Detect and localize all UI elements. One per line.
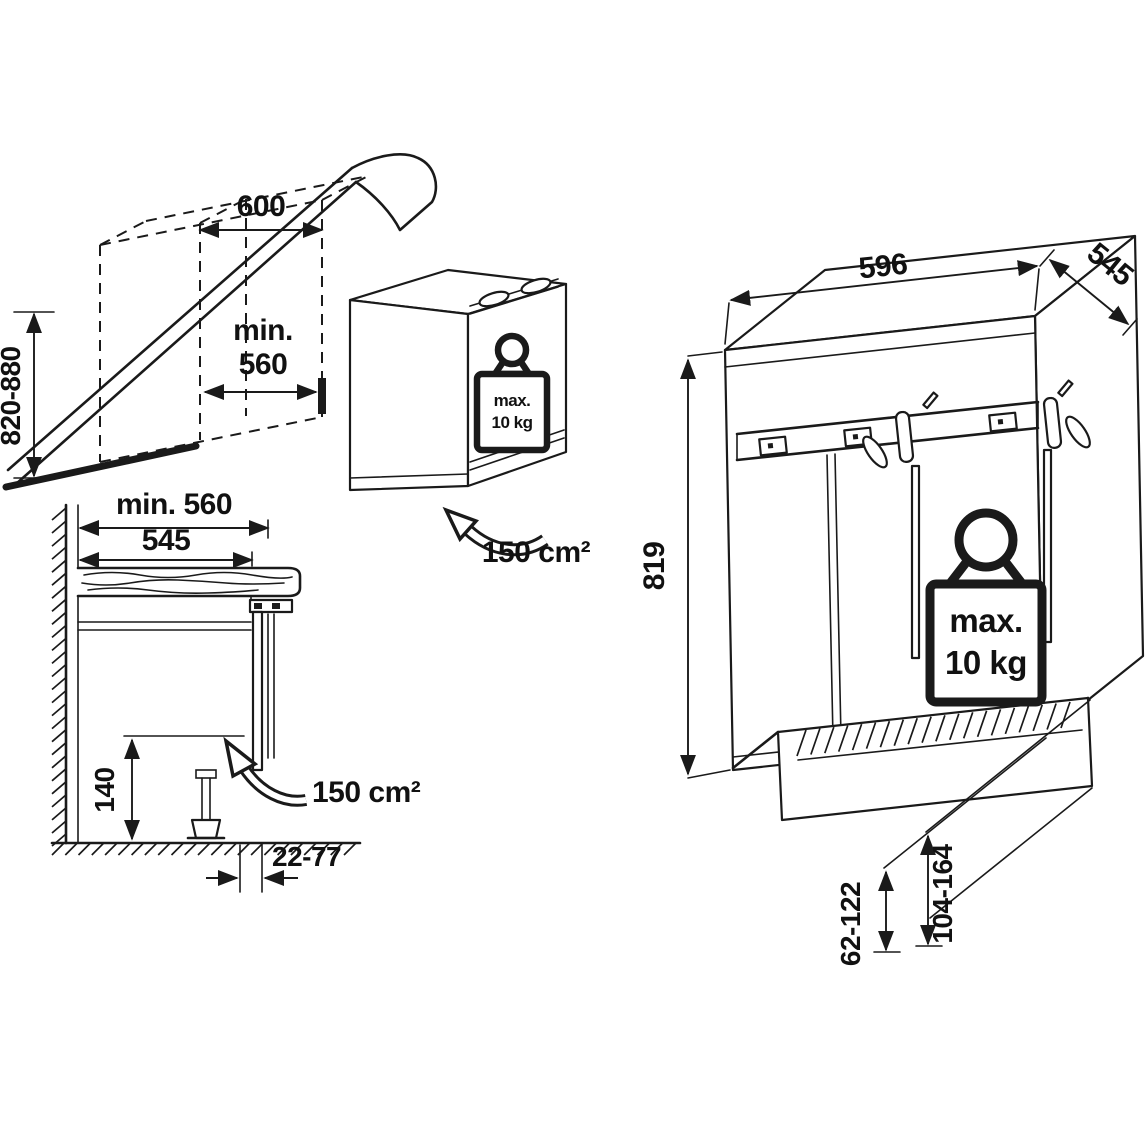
label-plinth-adjust-range: 22-77 — [272, 841, 341, 872]
weight-knob — [954, 508, 1018, 572]
plinth — [731, 696, 1094, 822]
niche-section-view: min. 560 545 140 22-77 150 cm² — [50, 488, 421, 893]
hinge-rail — [469, 277, 559, 315]
rail-slot — [1042, 396, 1063, 449]
floor-hatching — [51, 842, 357, 856]
door-section — [251, 610, 264, 772]
label-weight-value-large: 10 kg — [945, 644, 1027, 681]
dim-bottom-clearance: 140 — [89, 738, 141, 841]
hinge-bracket-icon — [478, 290, 510, 308]
dim-section-worktop-depth: 545 — [78, 524, 254, 569]
label-plinth-range-1: 62-122 — [835, 882, 866, 966]
adjustable-foot — [186, 769, 226, 840]
dim-plinth-heights: 62-122 104-164 — [835, 699, 1093, 966]
worktop-edge-line — [6, 166, 354, 472]
mounting-rod — [1042, 448, 1053, 644]
label-section-min-depth: min. 560 — [116, 488, 232, 521]
mounting-rod — [910, 464, 921, 660]
dim-plinth-adjust: 22-77 — [206, 841, 342, 893]
weight-limit-icon-small: max. 10 kg — [473, 332, 551, 454]
label-weight-value-small: 10 kg — [492, 413, 533, 432]
label-plinth-range-2: 104-164 — [927, 843, 958, 943]
appliance-small-side-face — [348, 298, 470, 492]
screw-icon — [1057, 379, 1074, 398]
door-bracket-icon — [862, 435, 888, 469]
label-appliance-height: 819 — [638, 542, 671, 591]
hinge-bracket-icon — [520, 277, 552, 295]
vent-area-perspective: 150 cm² — [442, 506, 591, 569]
plinth-front-face — [776, 696, 1094, 822]
dim-niche-depth: min. 560 — [203, 314, 326, 414]
door-gap-line — [834, 453, 842, 738]
screw-icon — [922, 391, 939, 410]
rail-slot — [894, 410, 915, 463]
appliance-small: max. 10 kg — [348, 268, 568, 492]
door-bracket-icon — [1065, 415, 1091, 449]
dim-appliance-width: 596 — [724, 248, 1040, 345]
label-bottom-clearance: 140 — [89, 767, 120, 812]
worktop-edge-line-2 — [14, 180, 358, 486]
appliance-section — [77, 595, 294, 840]
weight-limit-icon-large: max. 10 kg — [925, 508, 1047, 707]
dim-niche-width: 600 — [198, 190, 324, 239]
label-vent-area-perspective: 150 cm² — [482, 536, 591, 569]
niche-perspective-view: 600 min. 560 820-880 — [0, 153, 591, 569]
worktop-end-profile — [350, 153, 438, 232]
dim-niche-height: 820-880 — [0, 311, 55, 479]
weight-body — [925, 579, 1047, 707]
plinth-vent-grille — [796, 701, 1071, 757]
label-niche-depth-min: min. — [233, 314, 293, 347]
wall-hatching — [51, 507, 67, 847]
label-niche-height-range: 820-880 — [0, 346, 26, 445]
mounting-rail — [735, 379, 1091, 469]
vent-area-section: 150 cm² — [223, 736, 421, 809]
label-appliance-width: 596 — [857, 248, 909, 286]
airflow-arrow-icon — [223, 736, 259, 779]
airflow-arrow-icon — [442, 506, 480, 543]
door-gap-line — [826, 454, 834, 739]
appliance-isometric-view: max. 10 kg 596 545 819 — [638, 234, 1145, 966]
label-vent-area-section: 150 cm² — [312, 776, 421, 809]
floor-edge-line — [2, 442, 200, 491]
niche-back-reference-bar — [318, 378, 326, 414]
label-section-worktop-depth: 545 — [142, 524, 191, 557]
label-weight-max-large: max. — [949, 602, 1022, 639]
weight-knob — [494, 332, 530, 368]
label-niche-depth-value: 560 — [239, 348, 288, 381]
label-weight-max-small: max. — [494, 391, 531, 410]
dim-appliance-height: 819 — [638, 351, 731, 779]
worktop-section — [76, 566, 302, 598]
weight-body — [473, 370, 551, 454]
dim-section-min-depth: min. 560 — [78, 488, 270, 539]
label-niche-width: 600 — [237, 190, 286, 223]
